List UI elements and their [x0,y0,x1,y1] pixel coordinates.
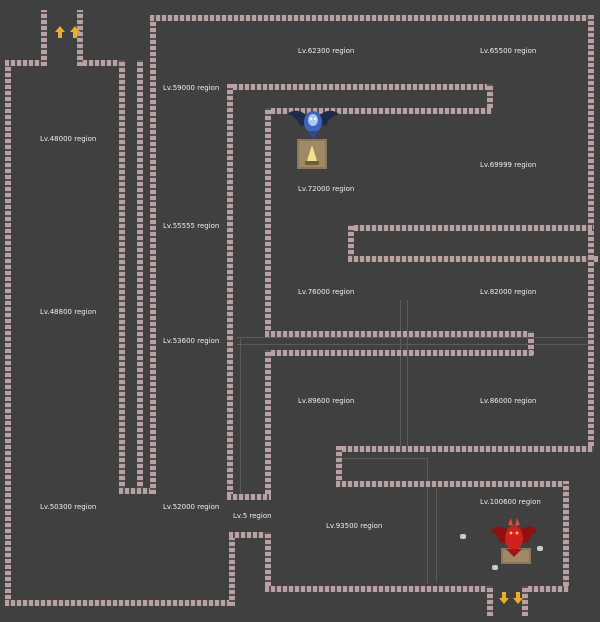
altar-tile-icon [501,548,531,564]
altar-tile-icon [297,139,327,169]
region-label-72000: Lv.72000 region [298,185,355,193]
wall-segment [77,60,125,66]
region-label-69999: Lv.69999 region [480,161,537,169]
region-label-50300: Lv.50300 region [40,503,97,511]
wall-segment [487,84,493,108]
region-label-65500: Lv.65500 region [480,47,537,55]
wall-segment [265,350,533,356]
wall-segment [150,15,593,21]
guide-line [407,300,408,448]
region-label-48000: Lv.48000 region [40,135,97,143]
region-label-100600: Lv.100600 region [480,498,541,506]
region-label-89600: Lv.89600 region [298,397,355,405]
wall-segment [348,256,598,262]
wall-segment [265,350,271,500]
region-label-59000: Lv.59000 region [163,84,220,92]
wall-segment [5,60,47,66]
wall-segment [265,108,271,336]
wall-segment [588,15,594,265]
region-label-62300: Lv.62300 region [298,47,355,55]
wall-segment [336,446,594,452]
wall-segment [150,15,156,494]
wall-segment [227,84,492,90]
guide-line [237,344,587,345]
wall-segment [227,494,271,500]
wall-segment [119,488,143,494]
region-label-5: Lv.5 region [233,512,272,520]
region-label-93500: Lv.93500 region [326,522,383,530]
guide-line [240,337,241,497]
guide-line [436,488,437,582]
wall-segment [77,10,83,66]
wall-segment [5,60,11,605]
stone-item [492,565,498,570]
wall-segment [119,60,125,492]
down-arrow-icon[interactable] [512,591,524,605]
red-dragon-boss-icon[interactable] [490,516,538,558]
wall-segment [265,532,271,592]
wall-segment [229,532,271,538]
region-label-76000: Lv.76000 region [298,288,355,296]
wall-segment [563,481,569,592]
wall-segment [588,256,594,452]
wall-segment [265,331,533,337]
up-arrow-icon[interactable] [69,25,81,39]
wall-segment [5,600,235,606]
wall-segment [528,331,534,355]
guide-line [237,337,587,338]
wall-segment [336,446,342,486]
wall-segment [137,488,155,494]
wall-segment [265,108,492,114]
region-label-82000: Lv.82000 region [480,288,537,296]
wall-segment [522,586,528,616]
wall-segment [227,84,233,496]
stone-item [460,534,466,539]
wall-segment [522,586,569,592]
region-label-53600: Lv.53600 region [163,337,220,345]
guide-line [337,458,427,459]
wall-segment [336,481,568,487]
region-label-52000: Lv.52000 region [163,503,220,511]
wall-segment [348,225,593,231]
up-arrow-icon[interactable] [54,25,66,39]
wall-segment [348,225,354,260]
wall-segment [137,60,143,492]
wall-segment [265,586,491,592]
guide-line [400,300,401,448]
blue-winged-boss-icon[interactable] [286,104,340,140]
down-arrow-icon[interactable] [498,591,510,605]
region-label-48800: Lv.48800 region [40,308,97,316]
wall-segment [41,10,47,66]
region-label-55555: Lv.55555 region [163,222,220,230]
guide-line [427,458,428,584]
wall-segment [229,532,235,606]
region-label-86000: Lv.86000 region [480,397,537,405]
stone-item [537,546,543,551]
wall-segment [487,586,493,616]
